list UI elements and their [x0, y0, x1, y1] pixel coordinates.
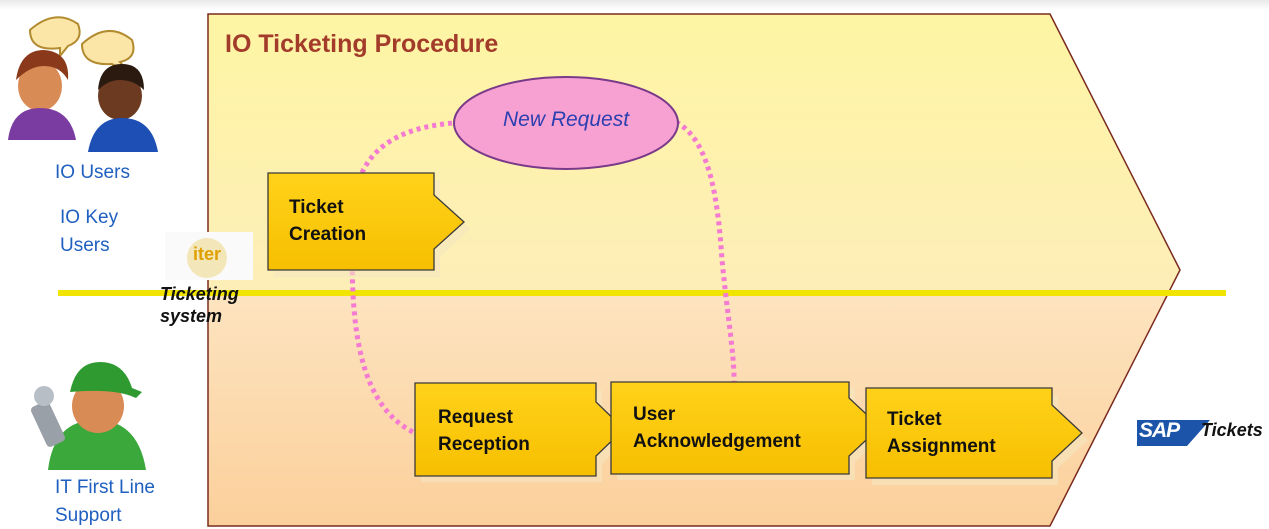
new-request-label: New Request	[502, 108, 630, 131]
new-request-bubble	[453, 76, 679, 170]
step-request-reception-shape	[414, 382, 630, 482]
step-request-reception[interactable]: Request Reception	[438, 404, 530, 458]
separator-line	[58, 290, 1226, 296]
ticketing-system-line2: system	[160, 306, 223, 326]
io-key-users-label-line1: IO Key	[60, 207, 119, 228]
step-label-line2: Creation	[289, 224, 367, 245]
dotted-path-right	[674, 119, 737, 386]
chevron-outline	[207, 13, 1181, 527]
it-support-icon	[30, 362, 146, 470]
step-ticket-assignment[interactable]: Ticket Assignment	[887, 406, 996, 460]
step-label-line1: Ticket	[289, 197, 344, 218]
sap-logo-shape	[1137, 420, 1210, 446]
step-label-line2: Reception	[438, 434, 530, 455]
ticketing-system-label: Ticketing system	[160, 283, 239, 327]
iter-logo-text: iter	[193, 244, 222, 264]
top-rule	[0, 0, 1269, 10]
step-label-line2: Acknowledgement	[633, 431, 801, 452]
sap-tickets-label: Tickets	[1201, 420, 1263, 440]
step-label-line1: Ticket	[887, 409, 942, 430]
step-user-acknowledgement[interactable]: User Acknowledgement	[633, 401, 801, 455]
iter-logo: iter	[165, 232, 253, 280]
step-ticket-creation-shape	[267, 172, 470, 277]
it-support-label-line2: Support	[55, 505, 122, 526]
step-ticket-assignment-shape	[865, 387, 1088, 485]
io-users-icon	[8, 16, 158, 152]
step-label-line1: Request	[438, 407, 513, 428]
step-user-acknowledgement-shape	[610, 381, 886, 480]
it-support-label-line1: IT First Line	[55, 477, 155, 498]
step-label-line1: User	[633, 404, 676, 425]
page-title: IO Ticketing Procedure	[225, 30, 499, 58]
step-ticket-creation[interactable]: Ticket Creation	[289, 194, 366, 248]
step-label-line2: Assignment	[887, 436, 996, 457]
sap-logo-text: SAP	[1139, 419, 1180, 442]
io-key-users-label-line2: Users	[60, 235, 110, 256]
ticketing-system-line1: Ticketing	[160, 284, 239, 304]
io-users-label: IO Users	[55, 162, 130, 183]
